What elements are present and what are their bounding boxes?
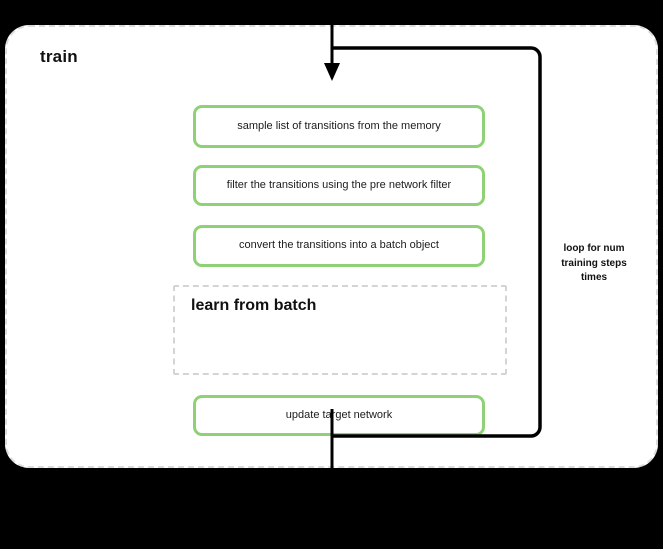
step-box-convert-transitions[interactable]: convert the transitions into a batch obj… — [193, 225, 485, 267]
step-box-sample-transitions[interactable]: sample list of transitions from the memo… — [193, 105, 485, 148]
train-title-label: train — [40, 47, 78, 66]
step-label: filter the transitions using the pre net… — [226, 178, 452, 191]
loop-caption: loop for num training steps times — [548, 242, 640, 286]
loop-caption-line-1: loop for num — [563, 243, 625, 254]
loop-caption-line-2: training steps — [561, 257, 627, 269]
step-label: sample list of transitions from the memo… — [237, 119, 441, 132]
step-label: convert the transitions into a batch obj… — [239, 239, 439, 252]
subprocess-title-label: learn from batch — [191, 297, 317, 314]
step-label: update target network — [285, 408, 393, 421]
step-box-filter-transitions[interactable]: filter the transitions using the pre net… — [193, 165, 485, 206]
subprocess-learn-from-batch[interactable]: learn from batch — [173, 285, 507, 375]
step-box-update-target-network[interactable]: update target network — [193, 395, 485, 436]
train-container: train sample list of transitions from th… — [5, 25, 658, 468]
loop-caption-line-3: times — [580, 272, 608, 283]
